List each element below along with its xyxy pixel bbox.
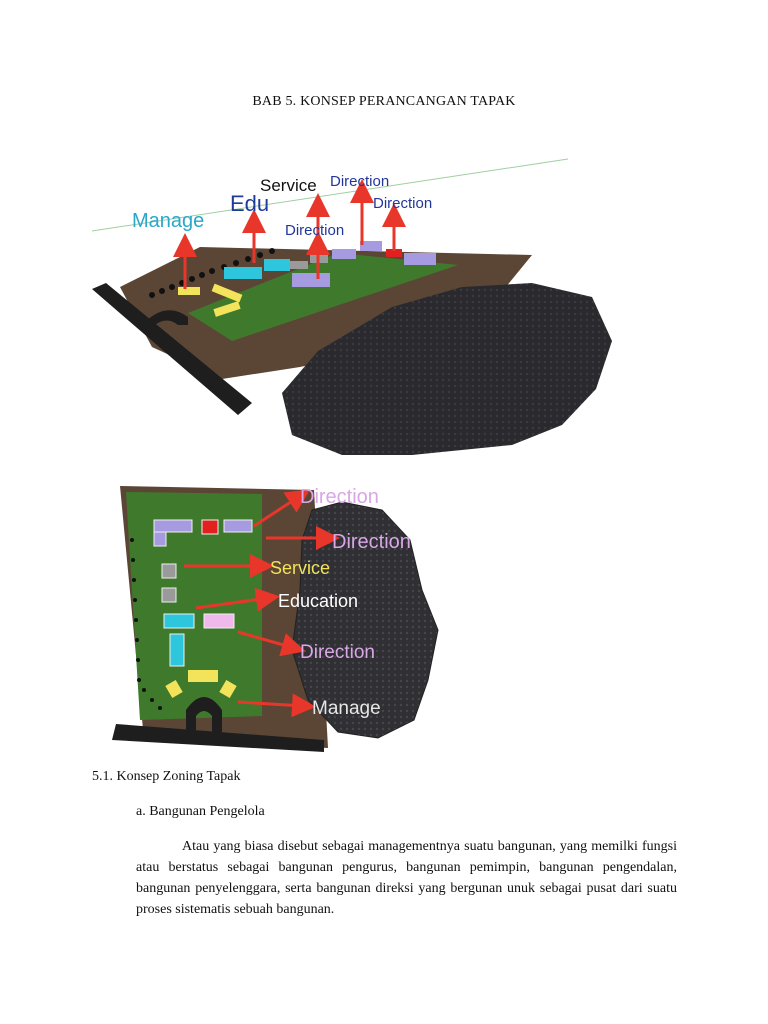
label-service: Service (270, 558, 330, 578)
label-manage: Manage (312, 698, 381, 719)
page-header: BAB 5. KONSEP PERANCANGAN TAPAK (252, 94, 516, 109)
label-direction-right: Direction (373, 195, 432, 212)
label-direction-1: Direction (300, 486, 379, 508)
label-direction-3: Direction (300, 642, 375, 663)
section-heading: 5.1. Konsep Zoning Tapak (92, 769, 241, 784)
buildings-plan (153, 519, 253, 732)
grass-area (188, 253, 458, 341)
label-direction-mid: Direction (285, 222, 344, 239)
zone-arrows-plan (184, 489, 340, 718)
rock-formation (282, 283, 612, 455)
drop-off-arch (144, 310, 188, 327)
road-plan (112, 724, 324, 752)
buildings (178, 241, 436, 317)
soil-base (120, 247, 532, 379)
road (92, 283, 252, 415)
tree-dots (130, 538, 162, 710)
site-plan-illustration: Direction Direction Service Education Di… (112, 486, 439, 752)
label-manage: Manage (132, 210, 204, 232)
label-direction-top: Direction (330, 173, 389, 190)
site-model-3d-illustration: Manage Edu Service Direction Direction D… (92, 158, 612, 455)
label-service: Service (260, 176, 317, 195)
site-plan-figure: Direction Direction Service Education Di… (92, 480, 476, 752)
label-education: Education (278, 591, 358, 611)
horizon-line (92, 158, 569, 232)
rock-formation-plan (291, 501, 439, 739)
label-edu: Edu (230, 191, 269, 216)
body-paragraph: Atau yang biasa disebut sebagai manageme… (136, 839, 677, 917)
zone-arrows (173, 179, 406, 289)
site-model-3d-figure: Manage Edu Service Direction Direction D… (92, 155, 630, 465)
grass-plot (126, 492, 262, 720)
label-direction-2: Direction (332, 531, 411, 553)
subheading: a. Bangunan Pengelola (136, 804, 265, 819)
